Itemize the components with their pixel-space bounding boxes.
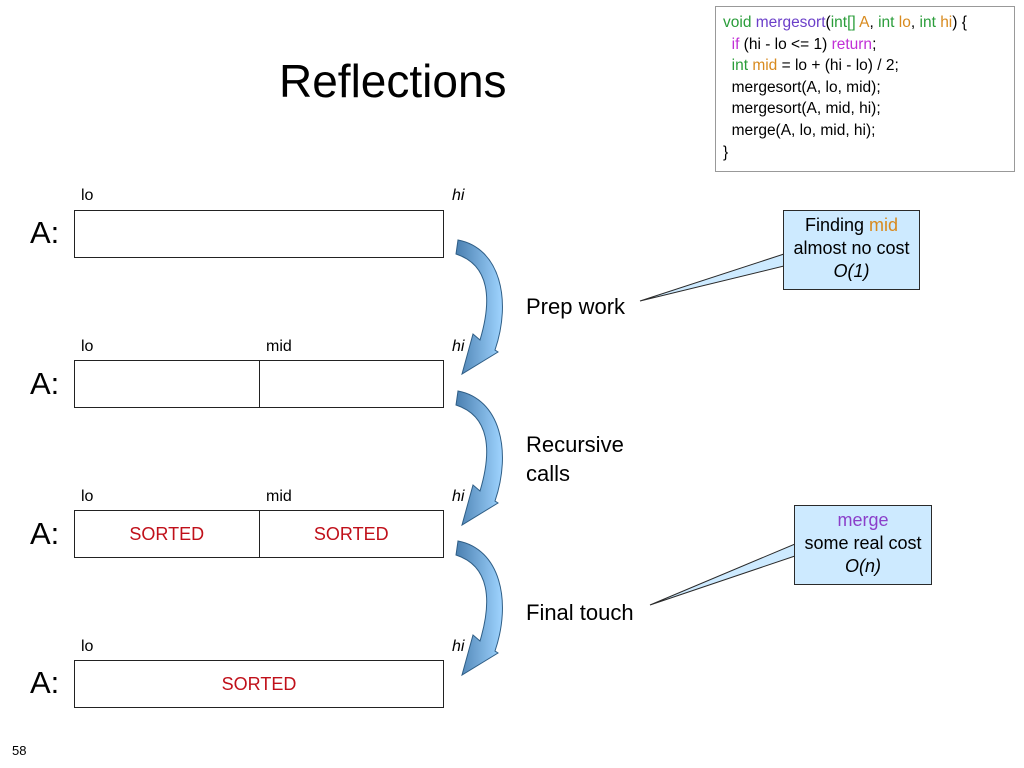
code-close-brace: ) { [952,14,967,31]
callout-merge-cost: merge some real cost O(n) [794,505,932,585]
lo-label-row-1: lo [81,187,94,204]
code-comma-2: , [910,14,920,31]
code-param-lo: lo [898,14,911,31]
callout-merge-complexity: O(n) [845,556,881,576]
curved-arrow-recursive [455,390,503,527]
callout-pointer-mid [639,253,785,302]
code-open-paren: ( [825,14,831,31]
step-recursive-line-1: Recursive [526,432,624,457]
array-cell-right [258,361,444,407]
step-recursive-calls: Recursive calls [526,430,624,488]
code-line-2: if (hi - lo <= 1) return; [723,34,1014,56]
code-void-keyword: void [723,14,752,31]
code-line-5: mergesort(A, mid, hi); [731,100,881,118]
code-param-hi: hi [940,14,953,31]
code-function-name: mergesort [755,14,826,31]
mergesort-code-box: void mergesort(int[] A, int lo, int hi) … [715,6,1015,172]
lo-label-row-4: lo [81,638,94,655]
callout-mid-complexity: O(1) [833,261,870,281]
code-param-a: A [859,14,870,31]
array-label-row-4: A: [30,665,60,700]
code-if-keyword: if [731,35,740,53]
array-label-row-3: A: [30,516,60,551]
slide-title: Reflections [279,55,507,107]
callout-merge-word: merge [837,510,889,530]
code-type-int-2: int [919,14,936,31]
code-line-1: void mergesort(int[] A, int lo, int hi) … [723,12,1014,34]
code-condition: (hi - lo <= 1) [739,35,832,53]
lo-label-row-3: lo [81,488,94,505]
curved-arrow-final [455,540,503,677]
array-label-row-2: A: [30,366,60,401]
step-recursive-line-2: calls [526,461,571,486]
code-mid-expression: = lo + (hi - lo) / 2; [777,57,899,75]
hi-label-row-4: hi [452,638,465,655]
lo-label-row-2: lo [81,338,94,355]
code-line-3: int mid = lo + (hi - lo) / 2; [723,55,1014,77]
step-final-touch: Final touch [526,600,634,625]
sorted-cell: SORTED [221,673,297,694]
curved-arrow-prep [455,239,503,376]
array-box-row-3: SORTED SORTED [74,510,444,558]
code-int-keyword: int [731,57,748,75]
code-line-4: mergesort(A, lo, mid); [731,78,881,96]
sorted-cell-left: SORTED [129,523,205,544]
page-number: 58 [12,743,27,758]
callout-merge-line-2: some real cost [804,533,922,553]
callout-mid-line-2: almost no cost [793,238,910,258]
mid-label-row-2: mid [266,338,292,355]
hi-label-row-1: hi [452,187,465,204]
step-prep-work: Prep work [526,294,626,319]
callout-mid-prefix: Finding [804,215,870,235]
array-label-row-1: A: [30,215,60,250]
code-mid-var: mid [752,57,778,75]
sorted-cell-right: SORTED [258,511,444,557]
code-type-int-array: int[] [830,14,856,31]
mid-label-row-3: mid [266,488,292,505]
callout-pointer-merge [649,543,796,606]
code-line-6: merge(A, lo, mid, hi); [731,121,876,139]
code-semicolon: ; [872,35,877,53]
hi-label-row-3: hi [452,488,465,505]
code-return-keyword: return [831,35,873,53]
code-type-int-1: int [878,14,895,31]
hi-label-row-2: hi [452,338,465,355]
array-box-row-4: SORTED [74,660,444,708]
array-box-row-1 [74,210,444,258]
code-comma-1: , [869,14,879,31]
code-line-7: } [723,143,729,161]
array-box-row-2 [74,360,444,408]
callout-mid-cost: Finding mid almost no cost O(1) [783,210,920,290]
callout-mid-word: mid [869,215,899,235]
